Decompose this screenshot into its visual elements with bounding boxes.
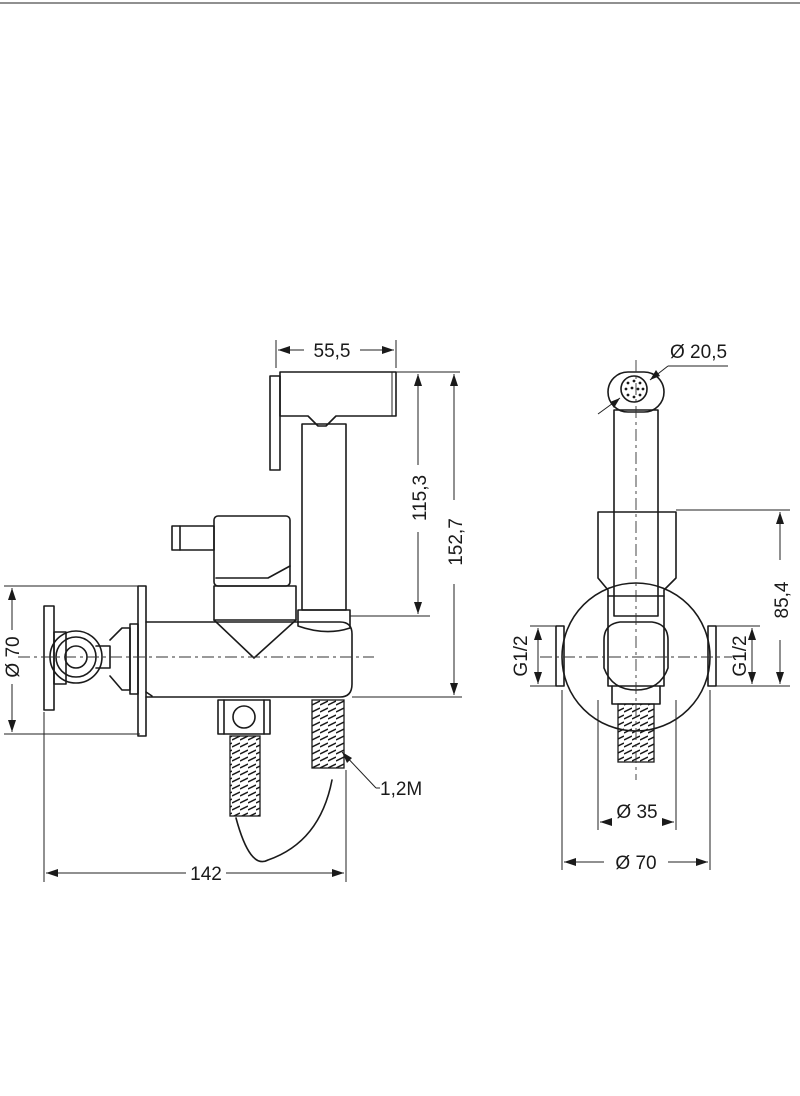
dim-flange-front: Ø 70 <box>561 690 711 874</box>
valve-body <box>145 515 353 698</box>
dim-label-115-3: 115,3 <box>410 475 431 521</box>
dim-total-length: 142 <box>43 712 347 885</box>
dim-total-height: 152,7 <box>352 374 467 698</box>
dim-hose-length: 1,2M <box>341 751 422 800</box>
front-stub-left <box>555 625 565 687</box>
sprayer-side <box>269 371 397 633</box>
dim-label-g12-left: G1/2 <box>511 635 532 676</box>
dim-label-35: Ø 35 <box>616 802 657 823</box>
dim-label-55-5: 55,5 <box>314 341 351 362</box>
dim-flange-left: Ø 70 <box>3 585 140 735</box>
dim-thread-right: G1/2 <box>716 625 760 687</box>
dim-thread-left: G1/2 <box>511 625 556 687</box>
dim-spray-head: Ø 20,5 <box>597 342 728 415</box>
dim-label-142: 142 <box>190 864 222 885</box>
dim-sprayer-height: 115,3 <box>350 371 460 617</box>
wall-flange-left <box>43 605 111 711</box>
dim-label-152-7: 152,7 <box>446 518 467 566</box>
dim-label-70-front: Ø 70 <box>615 853 656 874</box>
mounting-nut <box>109 585 147 737</box>
dim-label-1-2m: 1,2M <box>380 779 422 800</box>
dim-label-85-4: 85,4 <box>772 581 793 618</box>
dim-sprayer-width: 55,5 <box>275 340 397 368</box>
side-view: 55,5 115,3 152,7 <box>3 340 467 885</box>
dim-body-diameter: Ø 35 <box>597 700 677 830</box>
front-view: Ø 20,5 85,4 G1/2 G1/2 <box>511 342 793 874</box>
front-stub-right <box>707 625 717 687</box>
front-holder <box>597 511 677 705</box>
hose-connections <box>217 699 345 863</box>
dim-label-20-5: Ø 20,5 <box>670 342 727 363</box>
dim-label-flange-70-left: Ø 70 <box>3 636 24 677</box>
dim-label-g12-right: G1/2 <box>730 635 751 676</box>
